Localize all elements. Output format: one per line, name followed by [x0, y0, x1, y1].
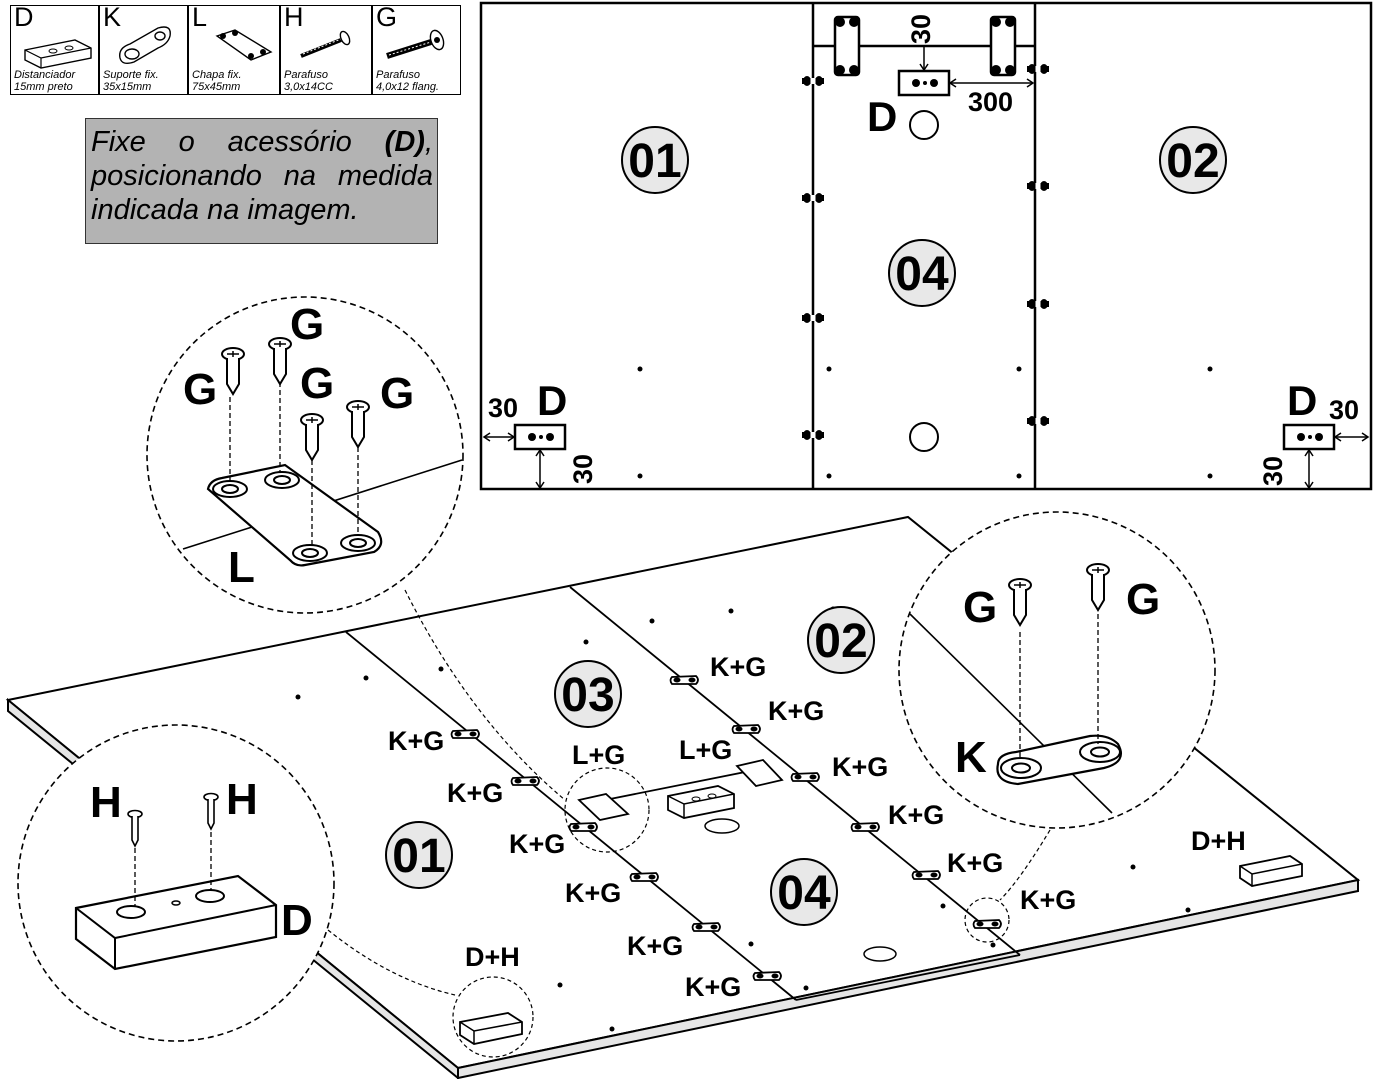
accessory-label: D	[537, 377, 567, 424]
svg-text:01: 01	[392, 830, 445, 883]
detail-bracket: G G K	[898, 511, 1216, 829]
dim-top-offset: 30	[906, 14, 936, 44]
label-g: G	[963, 583, 997, 632]
svg-text:02: 02	[814, 615, 867, 668]
screw-icon	[300, 30, 351, 58]
callout-kg: K+G	[565, 878, 621, 908]
part-code: G	[376, 2, 398, 32]
dim-corner-side: 30	[488, 393, 518, 423]
callout-kg: K+G	[685, 972, 741, 1002]
label-h: H	[226, 775, 258, 824]
iso-badge-03: 03	[554, 660, 622, 728]
svg-text:01: 01	[628, 135, 681, 188]
callout-kg: K+G	[509, 829, 565, 859]
callout-kg: K+G	[447, 778, 503, 808]
dim-top-side: 300	[968, 87, 1013, 117]
panel-badge-01: 01	[621, 126, 689, 194]
top-plate	[833, 15, 1017, 77]
iso-badge-04: 04	[770, 858, 838, 926]
label-g: G	[183, 365, 217, 414]
callout-kg: K+G	[710, 652, 766, 682]
part-l: L Chapa fix.75x45mm	[188, 2, 280, 95]
svg-text:04: 04	[777, 867, 831, 920]
callout-lg: L+G	[572, 740, 625, 770]
flange-screw-icon	[386, 29, 445, 59]
iso-spacer-block-left	[459, 1012, 523, 1045]
callout-kg: K+G	[888, 800, 944, 830]
callout-kg: K+G	[768, 696, 824, 726]
part-k: K Suporte fix.35x15mm	[99, 2, 188, 95]
accessory-label: D	[1287, 377, 1317, 424]
detail-plate: G G G G L	[146, 296, 464, 614]
detail-spacer: H H D	[17, 724, 335, 1042]
part-code: K	[103, 2, 122, 32]
top-view: 30 300 30 30 30 30 D D D 01 02 04	[479, 1, 1373, 491]
callout-dh: D+H	[1191, 826, 1246, 856]
dim-corner-side-right: 30	[1329, 395, 1359, 425]
fixing-bracket-icon	[119, 26, 171, 65]
iso-spacer-block-right	[1239, 855, 1303, 887]
dim-corner-bottom: 30	[568, 454, 598, 484]
label-l: L	[228, 543, 255, 592]
panel-badge-04: 04	[888, 239, 956, 307]
panel-badge-02: 02	[1159, 126, 1227, 194]
svg-text:03: 03	[561, 669, 614, 722]
instruction-box: Fixe o acessório (D), posicionando na me…	[85, 118, 438, 244]
iso-badge-02: 02	[807, 606, 875, 674]
part-code: D	[14, 2, 34, 32]
callout-kg: K+G	[627, 931, 683, 961]
label-g: G	[1126, 575, 1160, 624]
dim-corner-bottom-right: 30	[1258, 456, 1288, 486]
fixing-plate-icon	[215, 29, 273, 61]
callout-lg: L+G	[679, 735, 732, 765]
iso-spacer-block	[667, 785, 735, 819]
accessory-label: D	[867, 93, 897, 140]
callout-kg: K+G	[1020, 885, 1076, 915]
svg-text:02: 02	[1166, 135, 1219, 188]
label-h: H	[90, 778, 122, 827]
svg-text:04: 04	[895, 248, 949, 301]
l-plate	[577, 759, 784, 821]
spacer-block-icon	[24, 39, 92, 69]
callout-kg: K+G	[947, 848, 1003, 878]
callout-dh: D+H	[465, 942, 520, 972]
label-k: K	[955, 733, 987, 782]
part-code: H	[284, 2, 304, 32]
callout-kg: K+G	[832, 752, 888, 782]
label-g: G	[300, 359, 334, 408]
label-g: G	[380, 369, 414, 418]
label-d: D	[281, 896, 313, 945]
iso-badge-01: 01	[385, 821, 453, 889]
label-g: G	[290, 300, 324, 349]
part-code: L	[192, 2, 208, 32]
callout-kg: K+G	[388, 726, 444, 756]
